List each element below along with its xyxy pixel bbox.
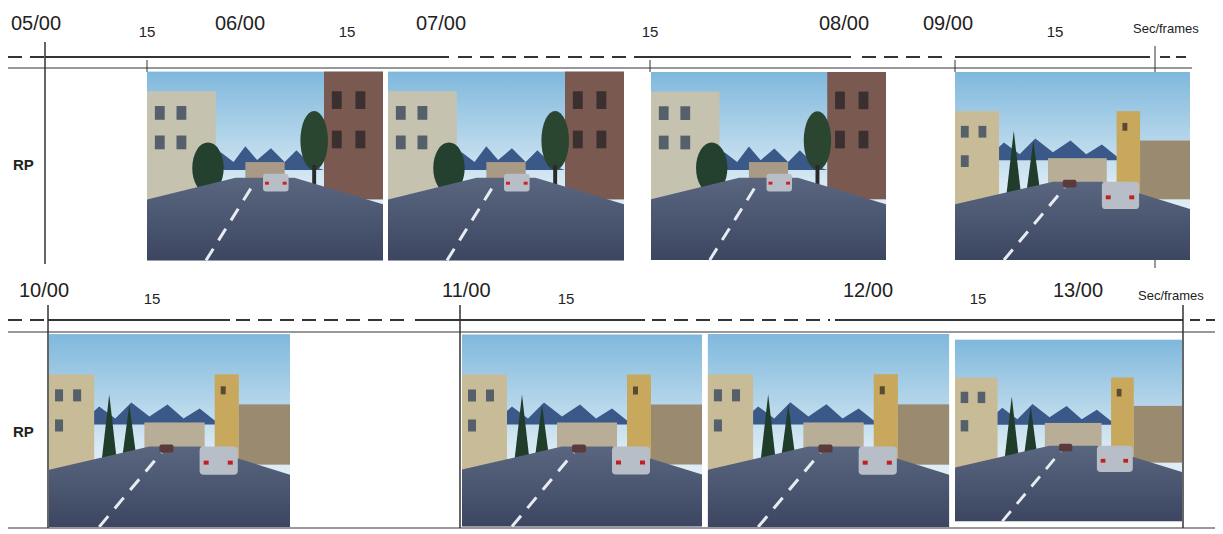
frame-tick: 15 <box>557 291 576 308</box>
axis-unit: Sec/frames <box>1137 289 1205 303</box>
time-label: 05/00 <box>10 12 62 34</box>
video-frame <box>651 70 886 262</box>
video-frame <box>707 334 950 527</box>
video-frame <box>147 70 383 262</box>
video-frame <box>955 334 1182 527</box>
frame-tick: 15 <box>1046 24 1065 41</box>
time-label: 12/00 <box>842 279 894 301</box>
time-label: 09/00 <box>922 12 974 34</box>
video-frame <box>462 334 702 527</box>
video-frame <box>49 334 290 527</box>
axis-unit: Sec/frames <box>1132 22 1200 36</box>
time-label: 13/00 <box>1052 279 1104 301</box>
video-frame <box>955 70 1190 262</box>
frame-tick: 15 <box>138 24 157 41</box>
frame-tick: 15 <box>969 291 988 308</box>
frame-tick: 15 <box>143 291 162 308</box>
frame-tick: 15 <box>338 24 357 41</box>
time-label: 06/00 <box>214 12 266 34</box>
video-frame <box>388 70 624 262</box>
frame-tick: 15 <box>641 24 660 41</box>
row-label: RP <box>12 157 35 174</box>
time-label: 07/00 <box>415 12 467 34</box>
time-label: 10/00 <box>18 279 70 301</box>
time-label: 11/00 <box>441 279 492 301</box>
row-label: RP <box>12 424 35 441</box>
time-label: 08/00 <box>818 12 870 34</box>
